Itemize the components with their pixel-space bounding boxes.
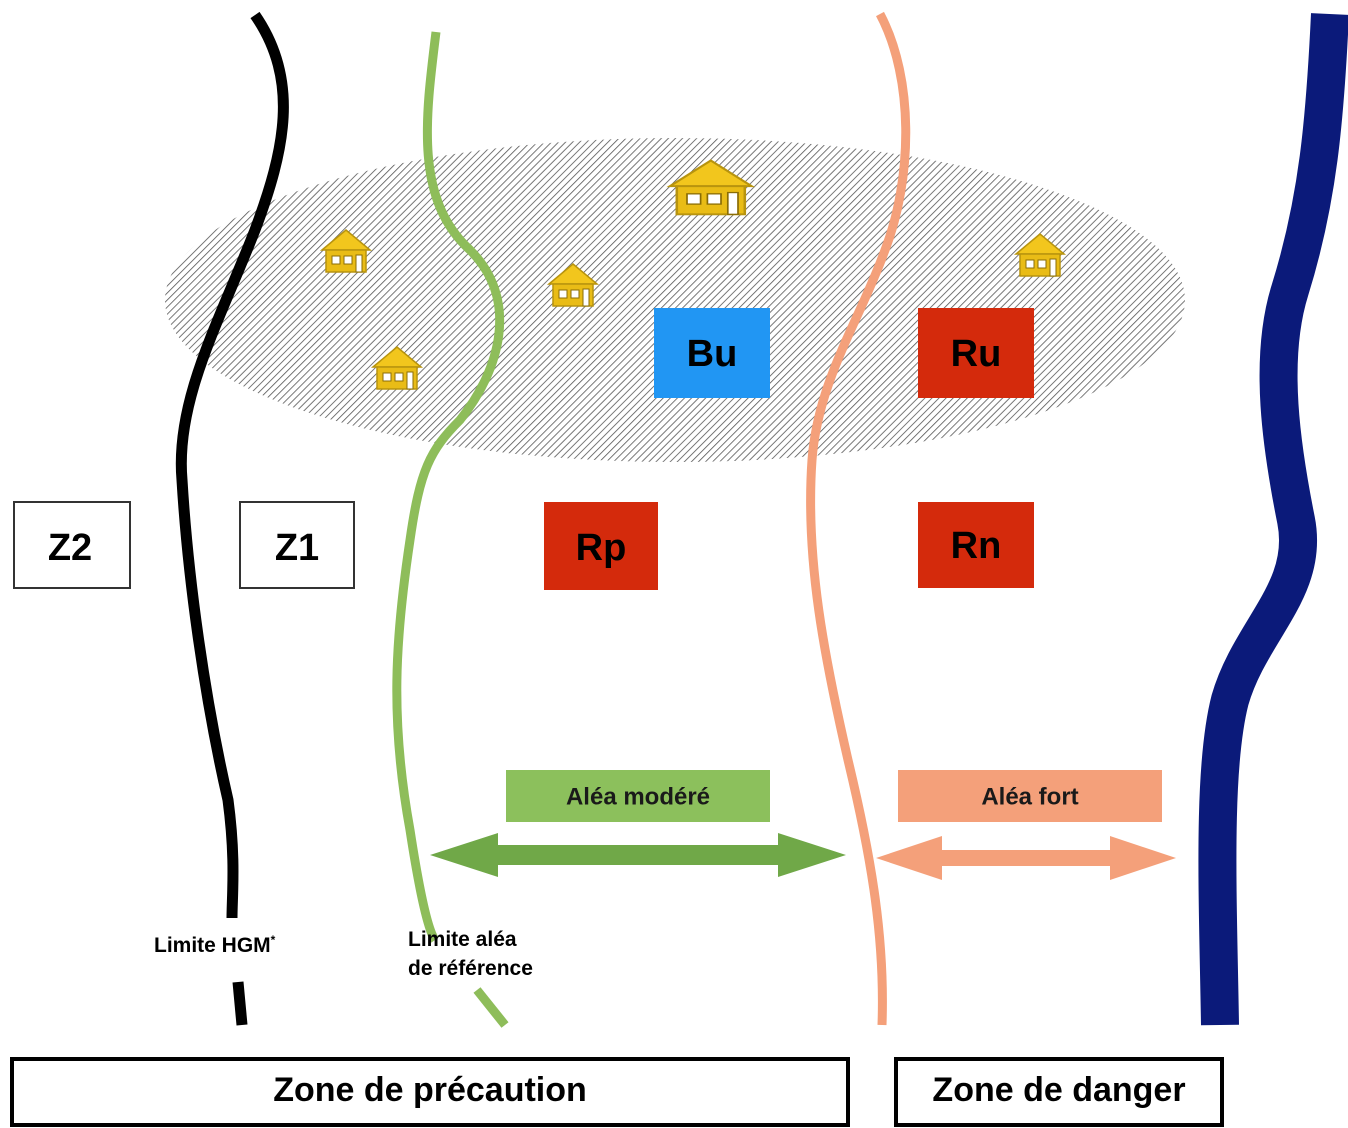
z2-box: Z2	[13, 501, 131, 589]
z1-box: Z1	[239, 501, 355, 589]
precaution-zone-label: Zone de précaution	[273, 1071, 587, 1109]
bu-box: Bu	[654, 308, 770, 398]
z2-label: Z2	[48, 527, 92, 569]
moderate-hazard-label-box: Aléa modéré	[506, 770, 770, 822]
danger-zone-label: Zone de danger	[932, 1071, 1185, 1109]
ru-box: Ru	[918, 308, 1034, 398]
rn-box: Rn	[918, 502, 1034, 588]
rp-label: Rp	[576, 527, 627, 569]
hgm-limit-line-tail	[232, 981, 248, 1026]
rp-box: Rp	[544, 502, 658, 590]
river	[1198, 13, 1348, 1026]
ru-label: Ru	[951, 333, 1002, 375]
reference-limit-label-line1: Limite aléa	[408, 928, 517, 951]
rn-label: Rn	[951, 525, 1002, 567]
reference-limit-line	[392, 31, 505, 943]
strong-hazard-label-box: Aléa fort	[898, 770, 1162, 822]
hgm-limit-label: Limite HGM*	[154, 933, 276, 957]
reference-limit-line-tail	[473, 987, 509, 1028]
z1-label: Z1	[275, 527, 319, 569]
moderate-hazard-label: Aléa modéré	[566, 783, 710, 810]
strong-hazard-label: Aléa fort	[981, 783, 1078, 810]
moderate-hazard-arrow	[430, 833, 846, 877]
reference-limit-label-line2: de référence	[408, 957, 533, 980]
bu-label: Bu	[687, 333, 738, 375]
danger-zone-bar: Zone de danger	[894, 1057, 1224, 1127]
strong-hazard-arrow	[876, 836, 1176, 880]
strong-limit-line	[806, 11, 911, 1026]
precaution-zone-bar: Zone de précaution	[10, 1057, 850, 1127]
hgm-limit-line	[175, 11, 289, 919]
